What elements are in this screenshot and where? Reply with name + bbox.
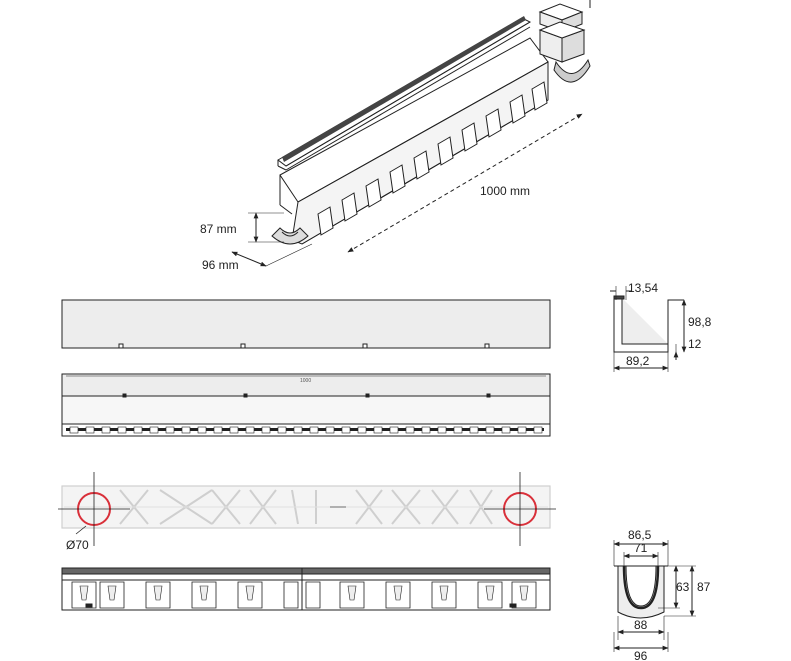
- section-outer-top-label: 86,5: [628, 528, 652, 542]
- section-outer-bottom-label: 96: [634, 649, 648, 661]
- section-inner-height-label: 63: [676, 580, 690, 594]
- grate-side-label: 12: [688, 337, 702, 351]
- long-side-view: [61, 373, 551, 437]
- grate-top-label: 13,54: [628, 281, 658, 295]
- plan-view: [58, 472, 556, 546]
- grate-top-view: [61, 299, 551, 349]
- channel-side-view: [61, 567, 551, 611]
- grate-height-label: 98,8: [688, 315, 712, 329]
- channel-section: [613, 540, 696, 652]
- channel-windows: [71, 581, 537, 609]
- length-dimension-line: [347, 113, 583, 253]
- width-label: 96 mm: [202, 258, 239, 272]
- section-inner-bottom-label: 88: [634, 618, 648, 632]
- section-inner-top-label: 71: [634, 541, 648, 555]
- grate-bar: [277, 16, 532, 171]
- grate-bottom-label: 89,2: [626, 354, 650, 368]
- length-label: 1000 mm: [480, 184, 530, 198]
- grate-slots: [66, 428, 544, 431]
- perspective-view: [231, 0, 591, 267]
- outlet-box: [538, 0, 591, 83]
- grate-section: [610, 286, 687, 372]
- section-outer-height-label: 87: [697, 580, 711, 594]
- height-label: 87 mm: [200, 222, 237, 236]
- long-view-center-label: 1000: [300, 378, 311, 384]
- diameter-label: Ø70: [66, 538, 89, 552]
